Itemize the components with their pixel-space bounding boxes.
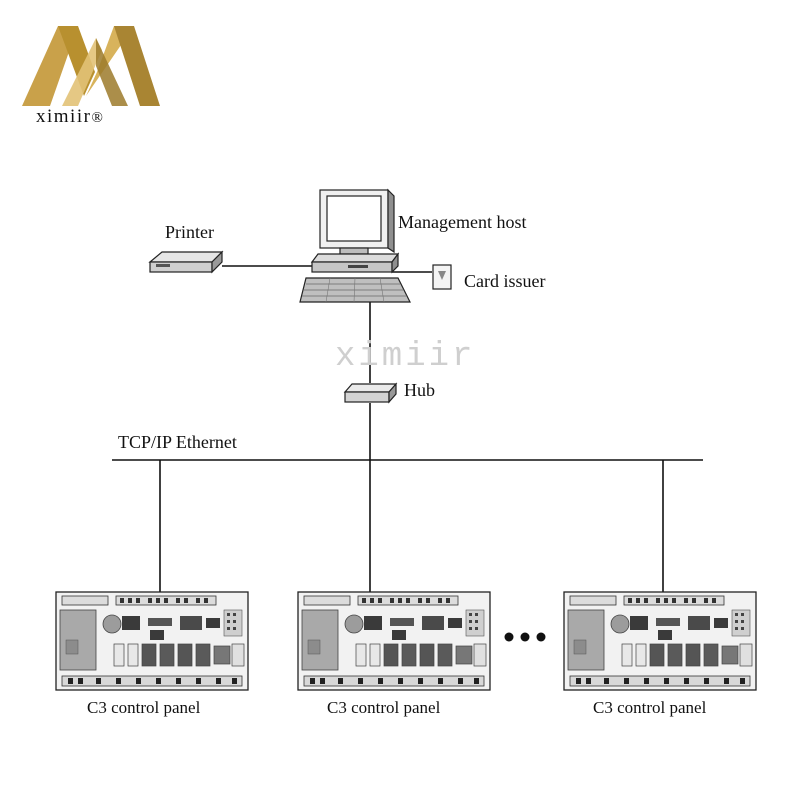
printer-icon	[148, 250, 224, 274]
hub-icon	[343, 382, 398, 404]
panel-2-label: C3 control panel	[327, 698, 441, 717]
printer-label: Printer	[165, 222, 214, 242]
brand-name: ximiir	[36, 106, 91, 127]
card-issuer-icon	[432, 264, 452, 290]
ethernet-label: TCP/IP Ethernet	[118, 432, 237, 452]
svg-text:ximiir®: ximiir®	[36, 106, 104, 127]
management-host-label: Management host	[398, 212, 526, 232]
ellipsis-icon	[504, 632, 546, 642]
brand-logo: ximiir®	[22, 26, 160, 127]
control-panel-2-icon	[297, 591, 491, 691]
panel-3-label: C3 control panel	[593, 698, 707, 717]
watermark-text: ximiir	[335, 338, 475, 376]
control-panel-3-icon	[563, 591, 757, 691]
connections	[112, 265, 703, 594]
computer-icon	[299, 188, 411, 303]
panel-1-label: C3 control panel	[87, 698, 201, 717]
hub-label: Hub	[404, 380, 435, 400]
registered-mark: ®	[91, 110, 104, 126]
card-issuer-label: Card issuer	[464, 271, 545, 291]
control-panel-1-icon	[55, 591, 249, 691]
